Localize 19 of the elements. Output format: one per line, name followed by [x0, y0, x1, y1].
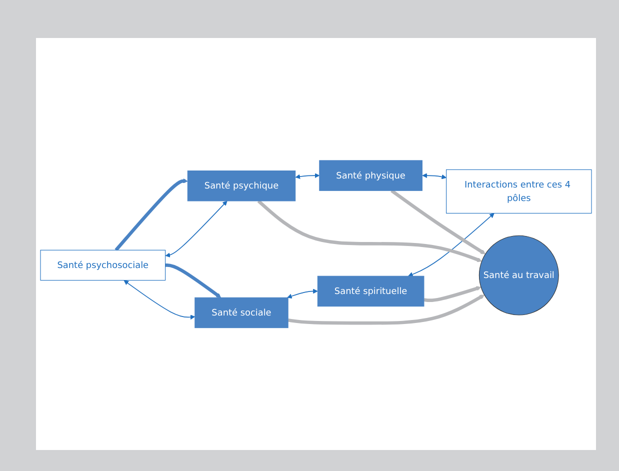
node-box: Santé psychosociale: [40, 250, 166, 280]
arrow: [288, 294, 485, 325]
node-box: Santé psychique: [187, 170, 296, 202]
node-circle: Santé au travail: [478, 235, 559, 316]
arrow: [408, 212, 494, 277]
arrow: [287, 288, 318, 298]
node-box: Santé sociale: [194, 297, 288, 328]
arrow: [124, 280, 196, 320]
arrow: [165, 263, 222, 298]
arrow: [424, 286, 482, 302]
arrow: [114, 178, 188, 252]
arrow: [295, 172, 320, 179]
arrow: [422, 172, 446, 180]
arrow: [257, 200, 482, 262]
arrow: [165, 200, 228, 258]
node-box: Santé spirituelle: [317, 276, 424, 306]
node-box: Santé physique: [319, 160, 422, 191]
node-box: Interactions entre ces 4 pôles: [446, 169, 592, 214]
arrow: [390, 189, 486, 254]
